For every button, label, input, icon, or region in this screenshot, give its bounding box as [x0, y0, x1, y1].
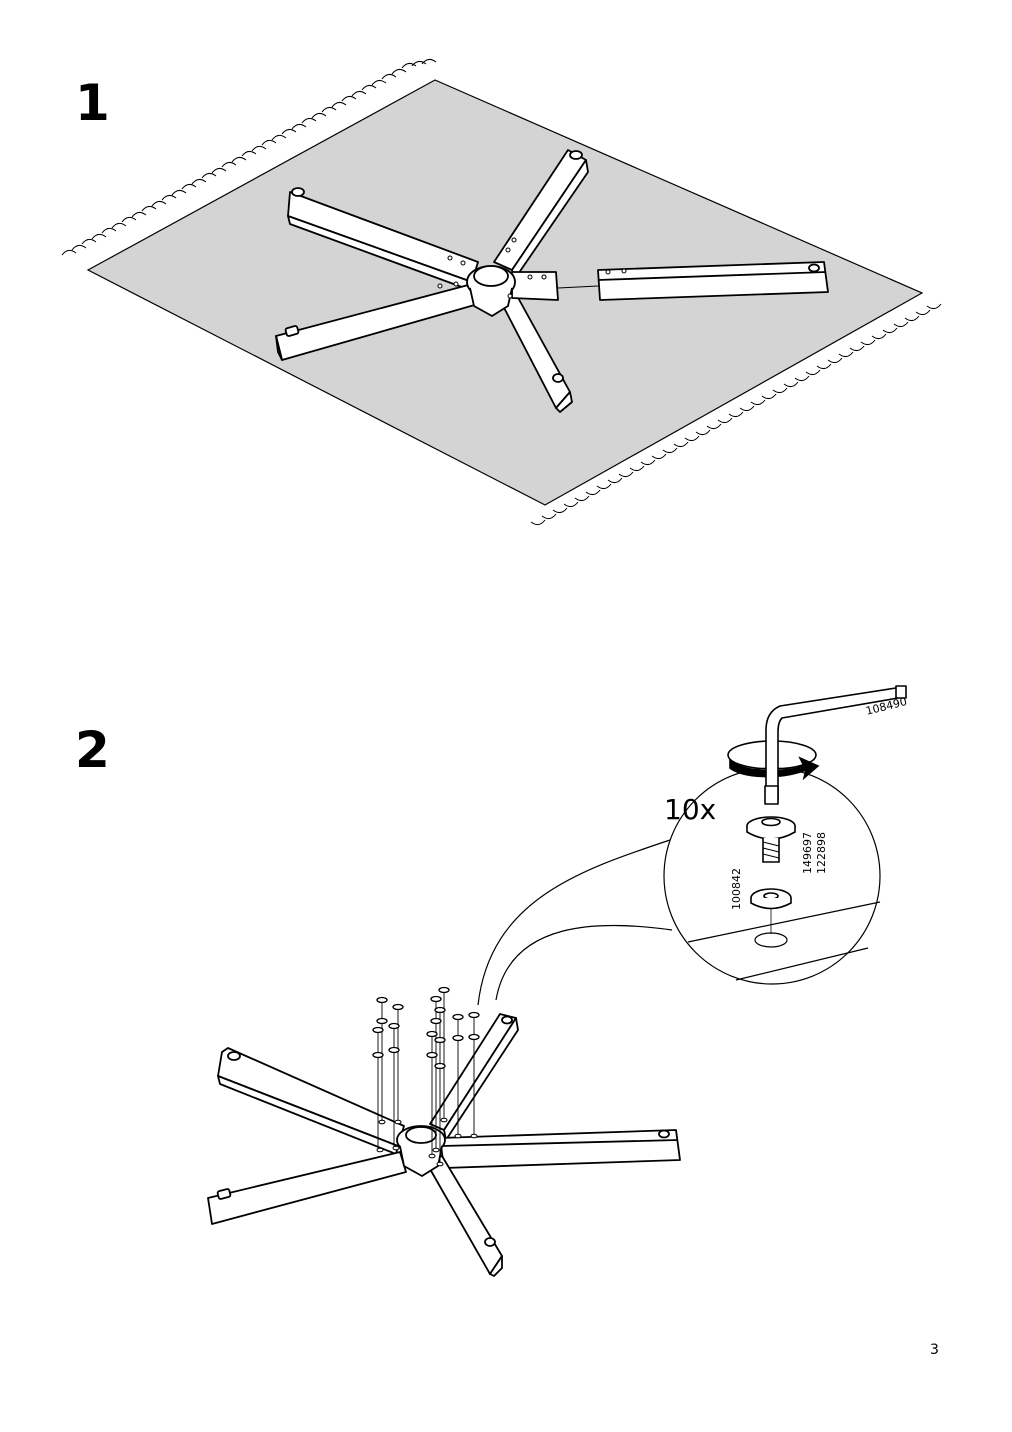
step-number-2: 2 [75, 721, 110, 779]
allen-key-icon [764, 685, 907, 805]
washer-icon [750, 888, 792, 910]
quantity-label: 10x [664, 793, 717, 826]
bolt-icon [746, 816, 796, 863]
detail-callout [477, 767, 881, 1006]
step-number-1: 1 [75, 74, 110, 132]
chair-base-step1 [275, 149, 829, 413]
rug-fringe [61, 58, 942, 526]
bolt-guides [372, 986, 480, 1167]
page-number: 3 [930, 1342, 939, 1358]
part-number-washer: 100842 [730, 868, 743, 910]
part-number-bolt-a: 149697 [801, 832, 814, 874]
step1-illustration [61, 58, 942, 526]
part-number-bolt-b: 122898 [815, 832, 828, 874]
chair-base-step2 [207, 1013, 681, 1277]
step2-illustration [207, 685, 907, 1277]
